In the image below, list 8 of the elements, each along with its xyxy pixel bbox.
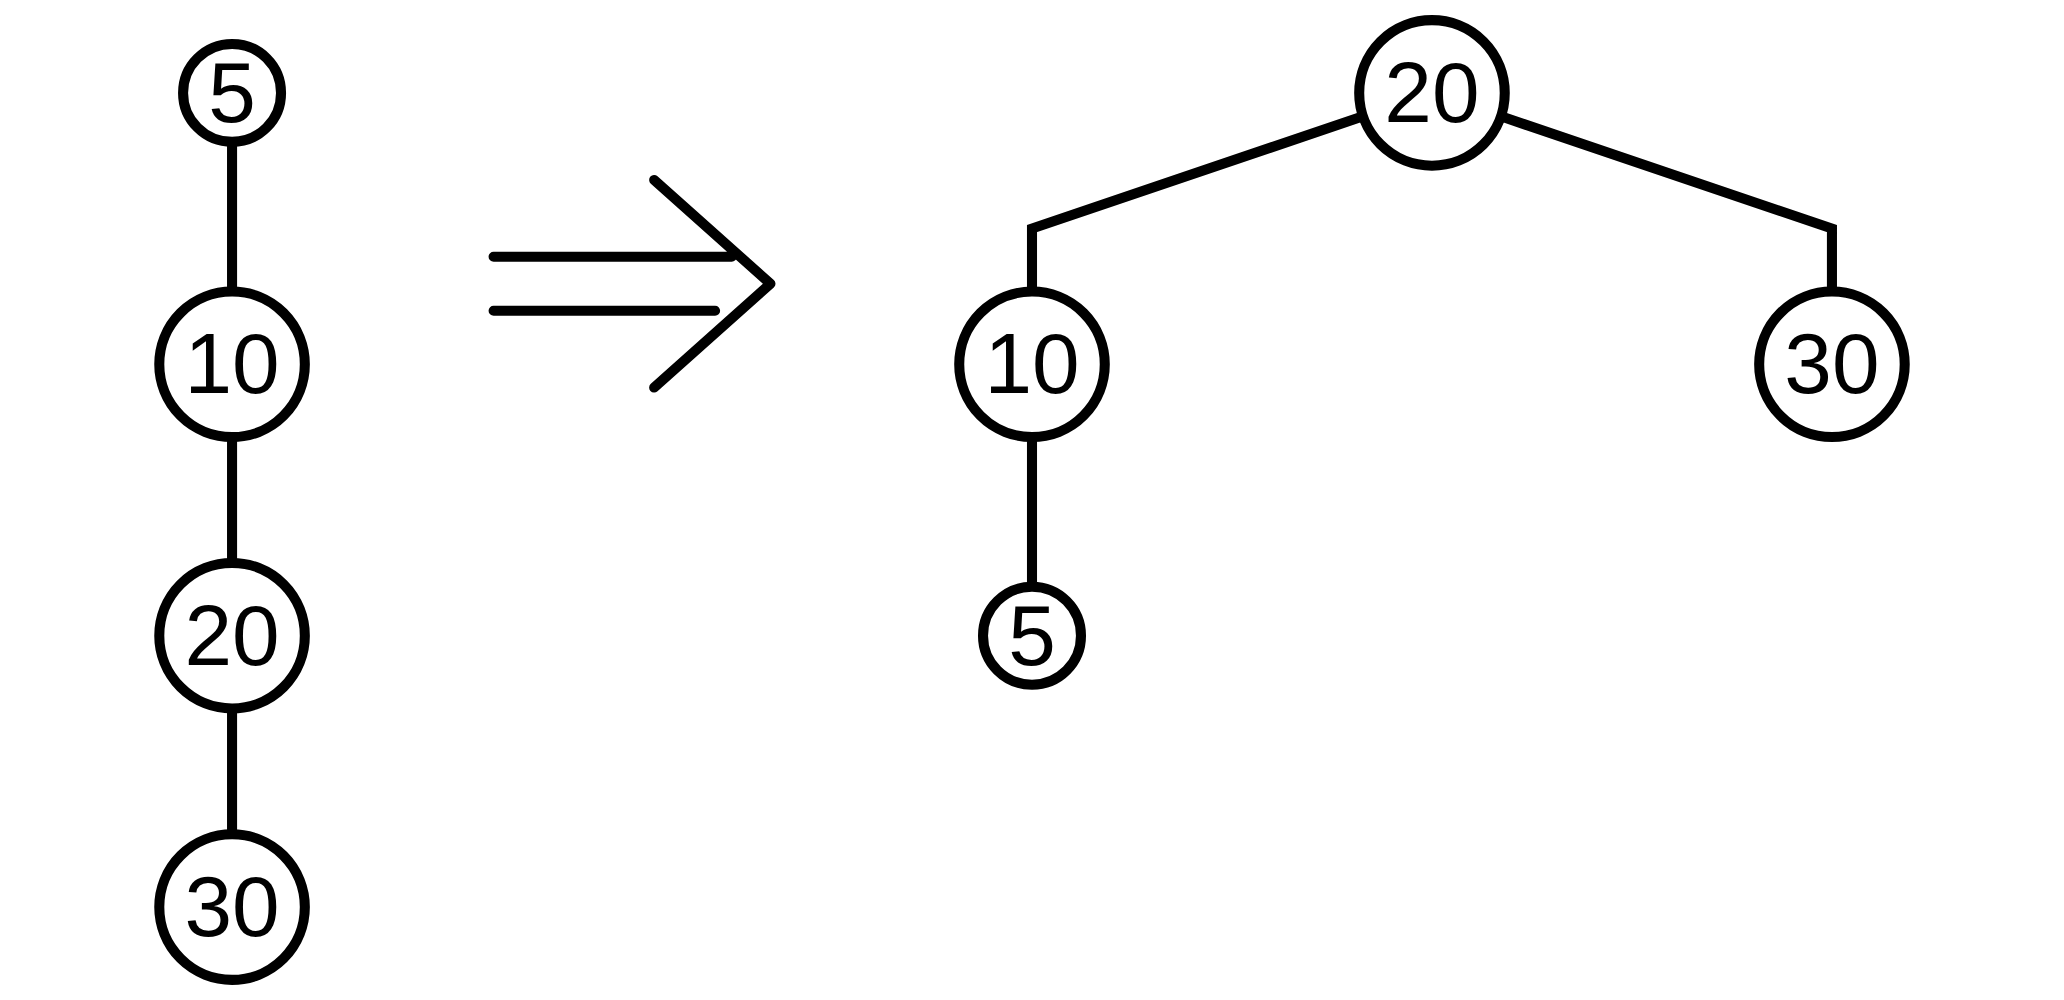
node-circle: 10 [954,286,1110,443]
node-circle: 5 [178,38,287,147]
node-circle: 10 [154,286,310,443]
node-circle: 20 [154,557,310,714]
node-circle: 30 [1754,286,1910,443]
node-circle: 30 [154,829,310,985]
node-circle: 20 [1354,15,1510,171]
node-circle: 5 [978,581,1086,690]
